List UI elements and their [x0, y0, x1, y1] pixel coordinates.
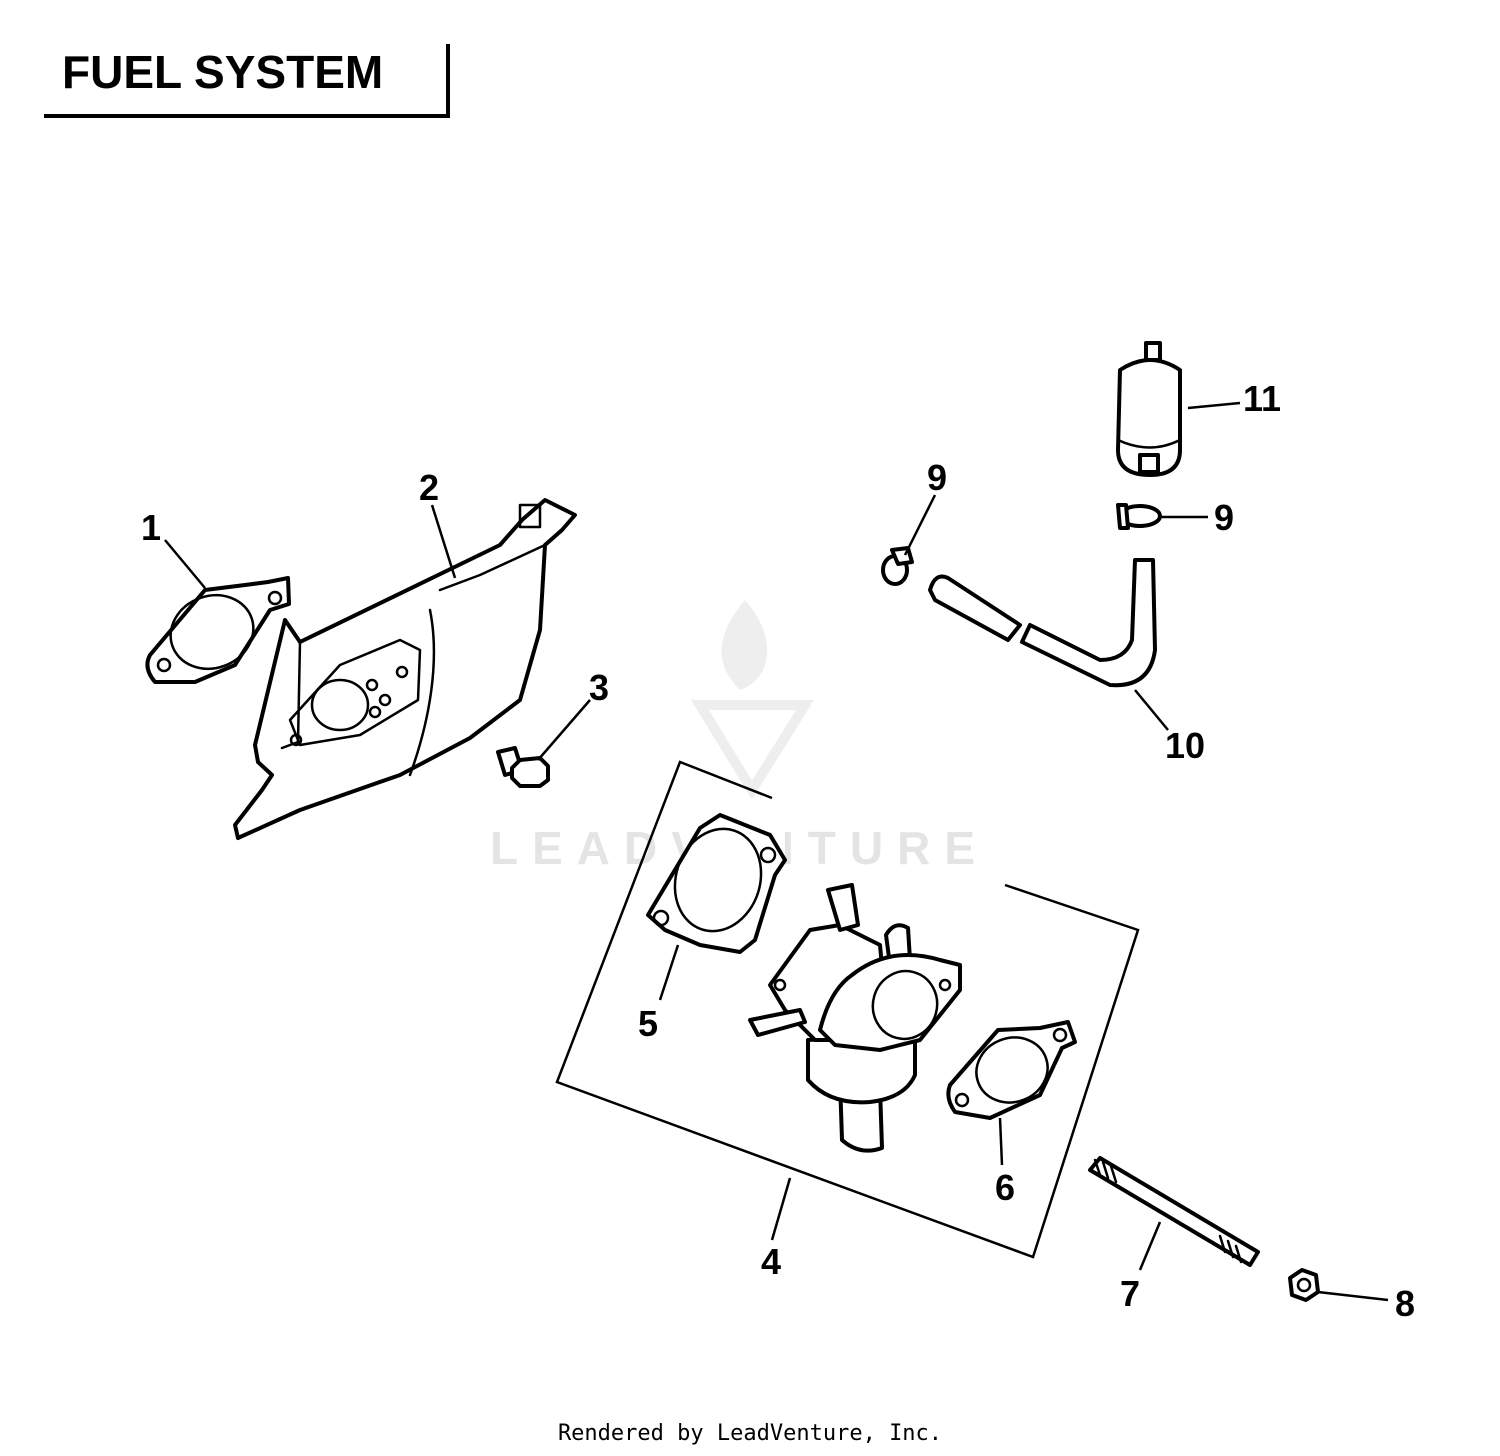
- part-1-gasket: [145, 576, 291, 684]
- part-9-clamp-left: [881, 546, 914, 586]
- title-block: FUEL SYSTEM: [44, 44, 450, 118]
- title-frame: [44, 44, 450, 118]
- leader-lines: [164, 401, 1389, 1302]
- part-10-fuel-line: [928, 558, 1157, 688]
- callout-5: 5: [638, 1003, 658, 1044]
- callout-labels: 1 2 3 4 5 6 7 8 9 9 10 11: [141, 378, 1415, 1324]
- part-11-fuel-filter: [1116, 341, 1182, 477]
- part-6-gasket: [946, 1020, 1077, 1120]
- page-title: FUEL SYSTEM: [62, 46, 383, 98]
- part-4-carburetor: [748, 883, 962, 1153]
- callout-6: 6: [995, 1167, 1015, 1208]
- part-5-gasket: [646, 813, 787, 954]
- callout-2: 2: [419, 467, 439, 508]
- callout-1: 1: [141, 507, 161, 548]
- callout-9-right: 9: [1214, 497, 1234, 538]
- part-9-clamp-right: [1116, 503, 1162, 530]
- part-8-nut: [1288, 1268, 1320, 1302]
- part-7-stud: [1088, 1156, 1260, 1267]
- watermark-v-icon: [691, 700, 815, 800]
- callout-10: 10: [1165, 725, 1205, 766]
- callout-7: 7: [1120, 1273, 1140, 1314]
- watermark-flame-icon: [721, 600, 768, 690]
- part-2-shroud: [233, 498, 577, 840]
- callout-3: 3: [589, 667, 609, 708]
- callout-9-left: 9: [927, 457, 947, 498]
- part-3-screw: [496, 746, 550, 788]
- callout-11: 11: [1243, 378, 1281, 419]
- part-4-assembly-box: [555, 760, 1140, 1259]
- footer-credit: Rendered by LeadVenture, Inc.: [558, 1421, 942, 1446]
- callout-4: 4: [761, 1241, 781, 1282]
- callout-8: 8: [1395, 1283, 1415, 1324]
